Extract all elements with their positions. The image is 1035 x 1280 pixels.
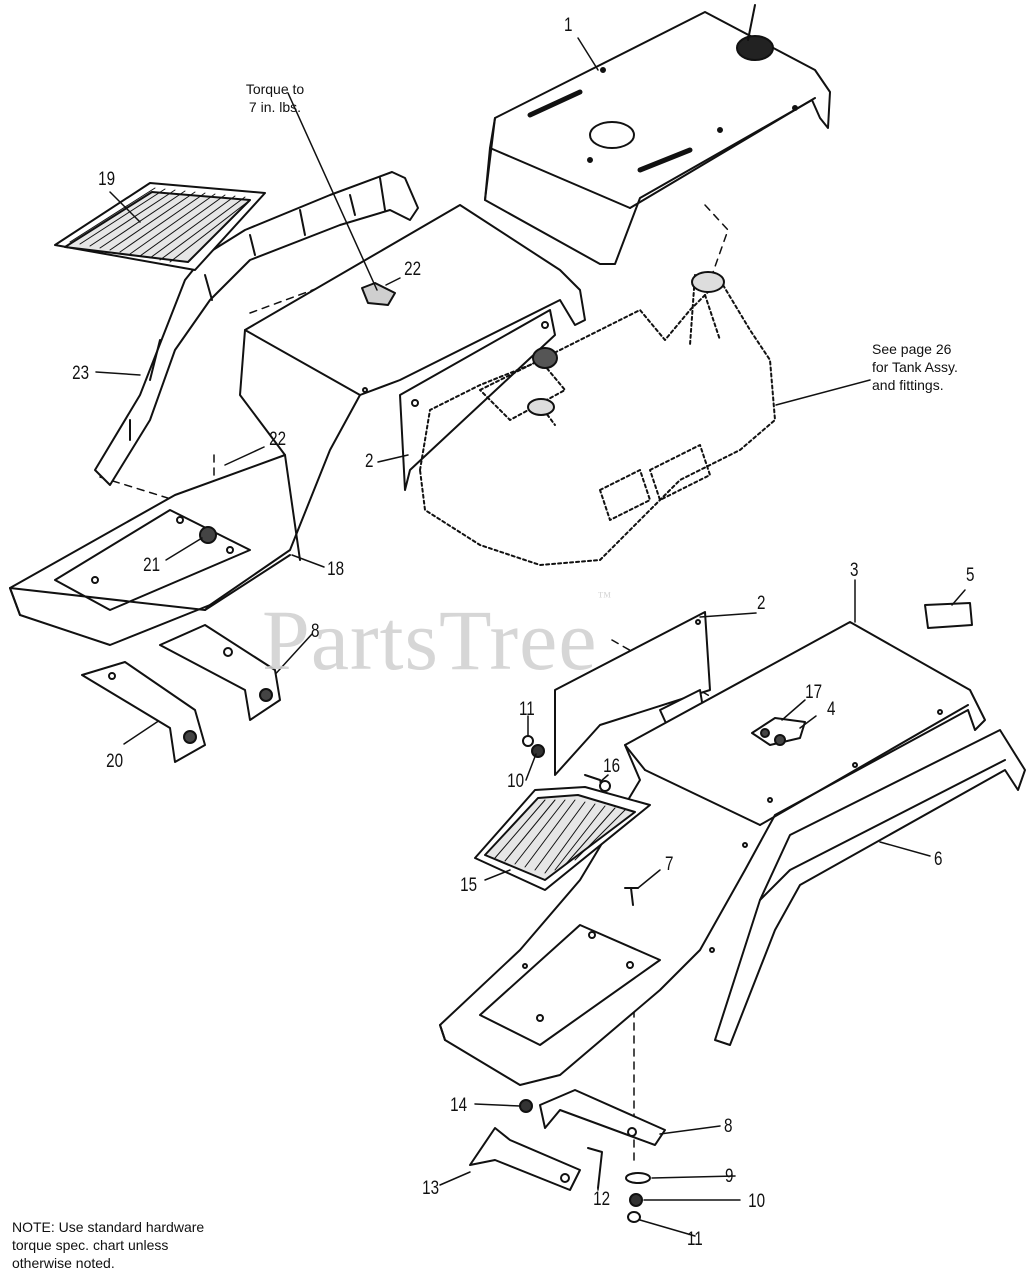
callout-7: 7 — [665, 854, 674, 875]
callout-15: 15 — [460, 875, 478, 896]
callout-8: 8 — [724, 1116, 733, 1137]
callout-13: 13 — [422, 1178, 440, 1199]
part-6-fender — [714, 729, 1026, 1046]
callout-18: 18 — [327, 559, 345, 580]
leader-lines-lower — [439, 579, 966, 1237]
torque-annotation: Torque to 7 in. lbs. — [236, 80, 314, 116]
callout-19: 19 — [98, 169, 116, 190]
callout-21: 21 — [143, 555, 161, 576]
callout-8: 8 — [311, 621, 320, 642]
callout-6: 6 — [934, 849, 943, 870]
callout-22: 22 — [269, 429, 287, 450]
torque-note: NOTE: Use standard hardware torque spec.… — [12, 1218, 204, 1273]
part-2-panel-upper — [399, 309, 556, 491]
part-18-body — [9, 204, 586, 646]
callout-9: 9 — [725, 1166, 734, 1187]
callout-3: 3 — [850, 560, 859, 581]
part-3-body — [439, 621, 986, 1086]
watermark: PartsTree™ — [262, 590, 613, 688]
part-17-bracket — [751, 717, 806, 746]
callout-10: 10 — [748, 1191, 766, 1212]
part-13-bracket — [469, 1127, 581, 1191]
callout-17: 17 — [805, 682, 823, 703]
tank-reference-annotation: See page 26 for Tank Assy. and fittings. — [872, 340, 958, 395]
part-8-bracket-left — [159, 624, 281, 721]
callout-11: 11 — [518, 699, 535, 720]
callout-12: 12 — [593, 1189, 611, 1210]
callout-20: 20 — [106, 751, 124, 772]
tank-ref-line-1: See page 26 — [872, 341, 952, 357]
callout-23: 23 — [72, 363, 90, 384]
callout-4: 4 — [827, 699, 836, 720]
note-line-1: NOTE: Use standard hardware — [12, 1219, 205, 1235]
callout-10: 10 — [507, 771, 525, 792]
torque-line-1: Torque to — [245, 81, 305, 97]
part-1-cover — [484, 4, 831, 265]
callout-22: 22 — [404, 259, 422, 280]
callout-2: 2 — [757, 593, 766, 614]
part-5-pad — [924, 602, 973, 629]
part-15-mat — [474, 786, 651, 891]
tank-filler-neck — [527, 271, 725, 416]
callout-11: 11 — [686, 1229, 703, 1250]
part-19-mat — [54, 182, 266, 271]
callout-5: 5 — [966, 565, 975, 586]
leader-lines — [95, 37, 871, 745]
part-8-bracket-right — [539, 1089, 666, 1146]
callout-2: 2 — [365, 451, 374, 472]
callout-1: 1 — [564, 15, 573, 36]
tank-ref-line-2: for Tank Assy. — [872, 359, 958, 376]
note-line-2: torque spec. chart unless — [12, 1237, 169, 1254]
note-line-3: otherwise noted. — [12, 1255, 115, 1272]
torque-line-2: 7 in. lbs. — [248, 99, 302, 116]
callout-14: 14 — [450, 1095, 468, 1116]
tank-ref-line-3: and fittings. — [872, 377, 944, 394]
hardware-lower — [519, 1099, 651, 1223]
callout-16: 16 — [603, 756, 621, 777]
hardware-mid — [522, 735, 639, 906]
part-20-bracket — [81, 661, 206, 763]
